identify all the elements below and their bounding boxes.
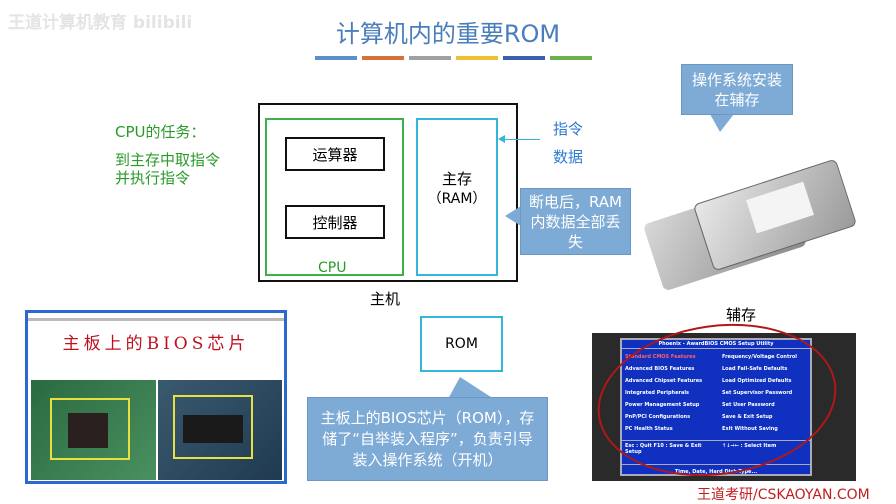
arrow-left-icon	[500, 139, 540, 140]
bios-chip-photo: 主板上的BIOS芯片	[25, 310, 287, 484]
callout-pointer-icon	[710, 114, 734, 132]
bios-menu-item[interactable]: Set Supervisor Password	[722, 390, 793, 396]
bios-footer-left: Esc : Quit F10 : Save & Exit Setup	[625, 443, 702, 455]
title-bar-segment	[362, 56, 404, 60]
cpu-task-line1: 到主存中取指令	[115, 151, 221, 169]
bios-menu-item[interactable]: Load Optimized Defaults	[722, 378, 792, 384]
title-bar-segment	[409, 56, 451, 60]
cpu-box	[265, 118, 404, 276]
rom-box: ROM	[420, 316, 503, 372]
bios-bottom: Time, Date, Hard Disk Type...	[622, 464, 810, 475]
cpu-label: CPU	[318, 260, 347, 276]
bios-menu-item[interactable]: Standard CMOS Features	[625, 354, 696, 360]
bios-menu-item[interactable]: Power Management Setup	[625, 402, 700, 408]
control-unit-box: 控制器	[285, 205, 385, 239]
host-label: 主机	[370, 290, 401, 308]
callout-ram-volatile: 断电后，RAM内数据全部丢失	[520, 188, 631, 255]
bios-header: Phoenix - AwardBIOS CMOS Setup Utility	[622, 340, 810, 349]
title-bar-segment	[503, 56, 545, 60]
callout-pointer-icon	[505, 206, 521, 226]
arrow-head-icon	[498, 135, 505, 143]
hard-disk-image	[640, 158, 860, 296]
title-bar-segment	[456, 56, 498, 60]
aux-storage-label: 辅存	[726, 306, 757, 324]
bios-footer-right: ↑↓→← : Select Item	[722, 443, 777, 449]
bios-menu-item[interactable]: PnP/PCI Configurations	[625, 414, 691, 420]
alu-box: 运算器	[285, 137, 385, 171]
callout-rom-bios: 主板上的BIOS芯片（ROM），存储了“自举装入程序”，负责引导装入操作系统（开…	[307, 397, 548, 481]
bios-menu-item[interactable]: Advanced BIOS Features	[625, 366, 695, 372]
bios-menu-item[interactable]: Set User Password	[722, 402, 775, 408]
cpu-task-line2: 并执行指令	[115, 169, 191, 187]
callout-os-install: 操作系统安装在辅存	[681, 64, 793, 115]
title-bar-segment	[550, 56, 592, 60]
callout-pointer-icon	[448, 377, 494, 399]
bios-menu-item[interactable]: Save & Exit Setup	[722, 414, 773, 420]
bios-menu-item[interactable]: PC Health Status	[625, 426, 673, 432]
page-title: 计算机内的重要ROM	[335, 20, 561, 48]
bios-setup-screen: Phoenix - AwardBIOS CMOS Setup Utility S…	[587, 309, 856, 491]
ram-box	[416, 118, 498, 276]
watermark-top: 王道计算机教育 bilibili	[8, 13, 193, 33]
host-box	[258, 103, 518, 282]
title-bar-segment	[315, 56, 357, 60]
ram-label-line1: 主存	[441, 170, 472, 188]
bios-menu-item[interactable]: Exit Without Saving	[722, 426, 778, 432]
bios-photo-caption: 主板上的BIOS芯片	[62, 334, 250, 354]
footer-brand: 王道考研/CSKAOYAN.COM	[697, 487, 870, 503]
bios-menu-item[interactable]: Integrated Peripherals	[625, 390, 690, 396]
ram-data-label: 数据	[553, 148, 584, 166]
bios-menu-item[interactable]: Frequency/Voltage Control	[722, 354, 797, 360]
ram-label-line2: （RAM）	[427, 191, 487, 207]
bios-menu-item[interactable]: Load Fail-Safe Defaults	[722, 366, 788, 372]
bios-menu-item[interactable]: Advanced Chipset Features	[625, 378, 703, 384]
cpu-task-heading: CPU的任务：	[115, 123, 206, 141]
ram-instr-label: 指令	[553, 120, 584, 138]
